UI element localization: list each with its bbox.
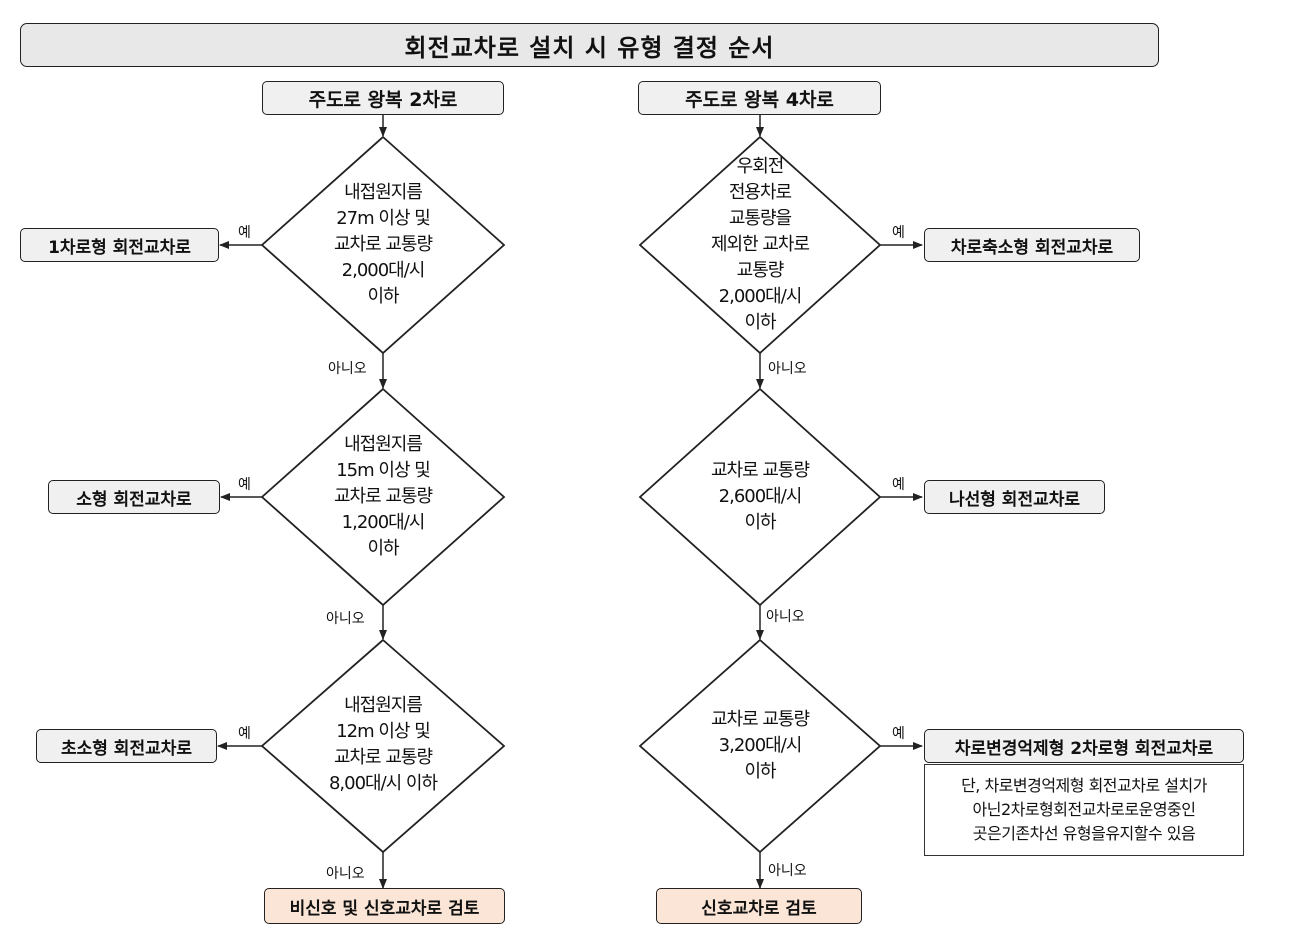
right-start-box: 주도로 왕복 4차로 bbox=[638, 81, 881, 115]
right-yes-label-1: 예 bbox=[892, 225, 905, 241]
left-no-label-3: 아니오 bbox=[326, 866, 365, 882]
right-no-label-1: 아니오 bbox=[768, 361, 807, 377]
right-note-box: 단, 차로변경억제형 회전교차로 설치가 아닌2차로형회전교차로로운영중인 곳은… bbox=[924, 764, 1244, 856]
right-result-2-box: 나선형 회전교차로 bbox=[924, 480, 1105, 514]
left-yes-label-3: 예 bbox=[238, 726, 251, 742]
right-no-label-3: 아니오 bbox=[768, 863, 807, 879]
right-decision-2-text: 교차로 교통량 2,600대/시 이하 bbox=[710, 460, 810, 533]
left-decision-1-text: 내접원지름 27m 이상 및 교차로 교통량 2,000대/시 이하 bbox=[333, 182, 433, 307]
left-decision-2-text: 내접원지름 15m 이상 및 교차로 교통량 1,200대/시 이하 bbox=[333, 434, 433, 559]
left-decision-3-text: 내접원지름 12m 이상 및 교차로 교통량 8,00대/시 이하 bbox=[328, 695, 438, 794]
chart-title: 회전교차로 설치 시 유형 결정 순서 bbox=[20, 23, 1159, 67]
right-decision-1-text: 우회전 전용차로 교통량을 제외한 교차로 교통량 2,000대/시 이하 bbox=[710, 156, 810, 333]
right-result-3-box: 차로변경억제형 2차로형 회전교차로 bbox=[924, 729, 1244, 763]
left-result-2-box: 소형 회전교차로 bbox=[48, 480, 220, 514]
right-decision-3-text: 교차로 교통량 3,200대/시 이하 bbox=[710, 709, 810, 782]
left-yes-label-1: 예 bbox=[238, 225, 251, 241]
left-no-label-1: 아니오 bbox=[328, 361, 367, 377]
right-yes-label-3: 예 bbox=[892, 726, 905, 742]
left-yes-label-2: 예 bbox=[238, 477, 251, 493]
left-result-3-box: 초소형 회전교차로 bbox=[36, 729, 217, 763]
right-end-box: 신호교차로 검토 bbox=[656, 888, 862, 924]
right-yes-label-2: 예 bbox=[892, 477, 905, 493]
left-end-box: 비신호 및 신호교차로 검토 bbox=[264, 888, 505, 924]
left-no-label-2: 아니오 bbox=[326, 611, 365, 627]
left-start-box: 주도로 왕복 2차로 bbox=[262, 81, 504, 115]
right-result-1-box: 차로축소형 회전교차로 bbox=[924, 228, 1140, 262]
right-no-label-2: 아니오 bbox=[766, 609, 805, 625]
left-result-1-box: 1차로형 회전교차로 bbox=[20, 228, 219, 262]
